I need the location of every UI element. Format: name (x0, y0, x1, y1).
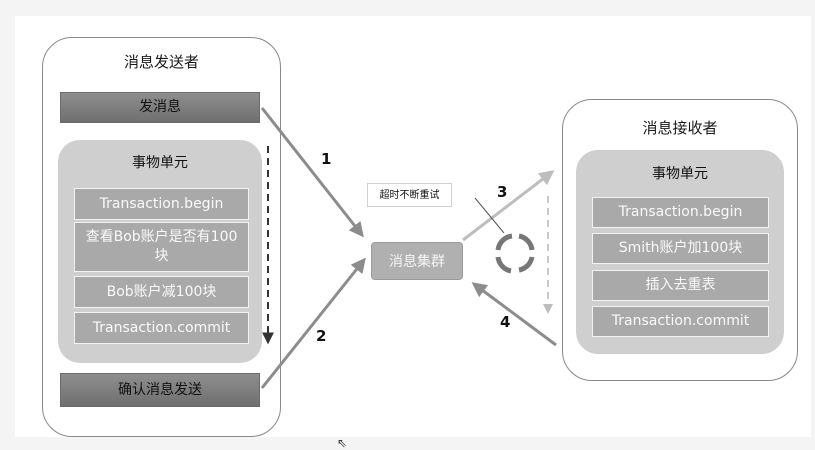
receiver-step-dedup-insert: 插入去重表 (592, 270, 769, 301)
mouse-cursor-icon: ⇖ (337, 436, 348, 450)
arrow-confirm-to-cluster (260, 257, 366, 389)
arrow-number-2: 2 (316, 327, 327, 345)
arrow-receiver-to-cluster (471, 282, 557, 347)
arrow-send-to-cluster (260, 107, 364, 238)
receiver-step-begin: Transaction.begin (592, 197, 769, 228)
sender-step-deduct: Bob账户减100块 (74, 276, 249, 308)
send-message-button[interactable]: 发消息 (60, 92, 260, 123)
receiver-step-commit: Transaction.commit (592, 306, 769, 337)
receiver-title: 消息接收者 (642, 119, 718, 137)
refresh-cycle-icon (495, 233, 535, 274)
receiver-step-add-balance: Smith账户加100块 (592, 233, 769, 264)
arrow-number-3: 3 (497, 183, 508, 201)
sender-step-check-balance: 查看Bob账户是否有100块 (74, 222, 249, 272)
sender-title: 消息发送者 (123, 53, 199, 71)
retry-label: 超时不断重试 (367, 183, 452, 207)
sender-step-commit: Transaction.commit (74, 312, 249, 344)
arrow-number-4: 4 (500, 313, 511, 331)
arrow-number-1: 1 (321, 150, 332, 168)
confirm-send-button[interactable]: 确认消息发送 (60, 373, 260, 407)
sender-unit-title: 事物单元 (132, 155, 188, 171)
arrow-cluster-to-receiver (462, 170, 555, 242)
retry-pointer (474, 197, 505, 234)
sender-step-begin: Transaction.begin (74, 188, 249, 220)
receiver-unit-title: 事物单元 (652, 166, 708, 182)
message-cluster: 消息集群 (371, 242, 463, 280)
